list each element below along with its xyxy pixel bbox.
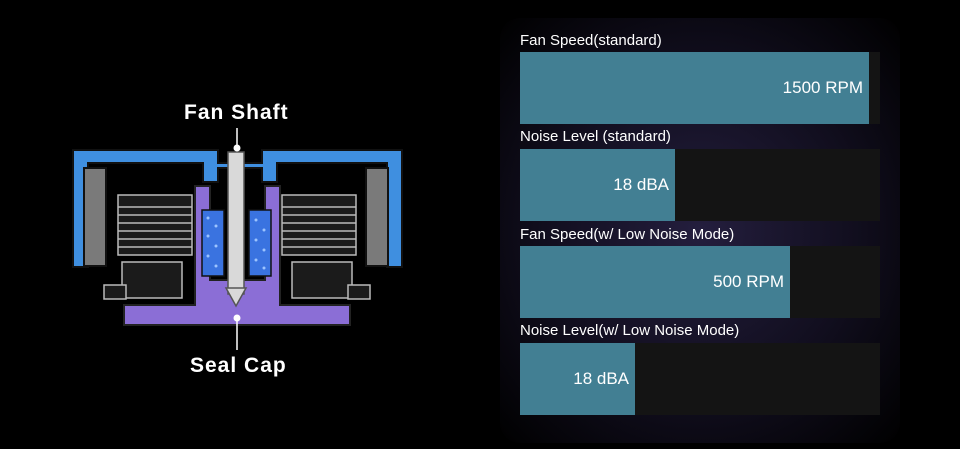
stator-right: [281, 194, 371, 300]
fan-housing: [72, 149, 403, 268]
seal-cap-label: Seal Cap: [190, 354, 287, 377]
bar-track: 1500 RPM: [520, 52, 880, 124]
bar-fan-speed-standard: [520, 52, 869, 124]
magnet-left: [83, 167, 107, 267]
bar-label-fan-speed-standard: Fan Speed(standard): [520, 32, 662, 49]
bar-noise-standard: [520, 149, 675, 221]
fan-shaft-label: Fan Shaft: [184, 101, 289, 124]
bar-track: 18 dBA: [520, 149, 880, 221]
fan-cross-section: [72, 128, 403, 350]
bar-value-noise-low-noise: 18 dBA: [573, 369, 629, 388]
bearing-left: [201, 209, 225, 277]
magnet-right: [365, 167, 389, 267]
bar-label-noise-low-noise: Noise Level(w/ Low Noise Mode): [520, 322, 740, 339]
bar-track: 500 RPM: [520, 246, 880, 318]
bar-value-fan-speed-low-noise: 500 RPM: [713, 272, 784, 291]
bar-value-noise-standard: 18 dBA: [613, 175, 669, 194]
fan-bearing-diagram: Fan Shaft Seal Cap: [72, 101, 403, 377]
bar-track: 18 dBA: [520, 343, 880, 415]
stator-left: [103, 194, 193, 300]
bar-label-fan-speed-low-noise: Fan Speed(w/ Low Noise Mode): [520, 226, 735, 243]
bar-value-fan-speed-standard: 1500 RPM: [782, 78, 863, 97]
bar-chart: Fan Speed(standard) 1500 RPM Noise Level…: [500, 0, 960, 449]
bearing-dots: [206, 216, 266, 270]
bar-label-noise-standard: Noise Level (standard): [520, 128, 671, 145]
bearing-right: [248, 209, 272, 277]
bar-fan-speed-low-noise: [520, 246, 790, 318]
fan-shaft: [227, 151, 245, 295]
bar-noise-low-noise: [520, 343, 635, 415]
